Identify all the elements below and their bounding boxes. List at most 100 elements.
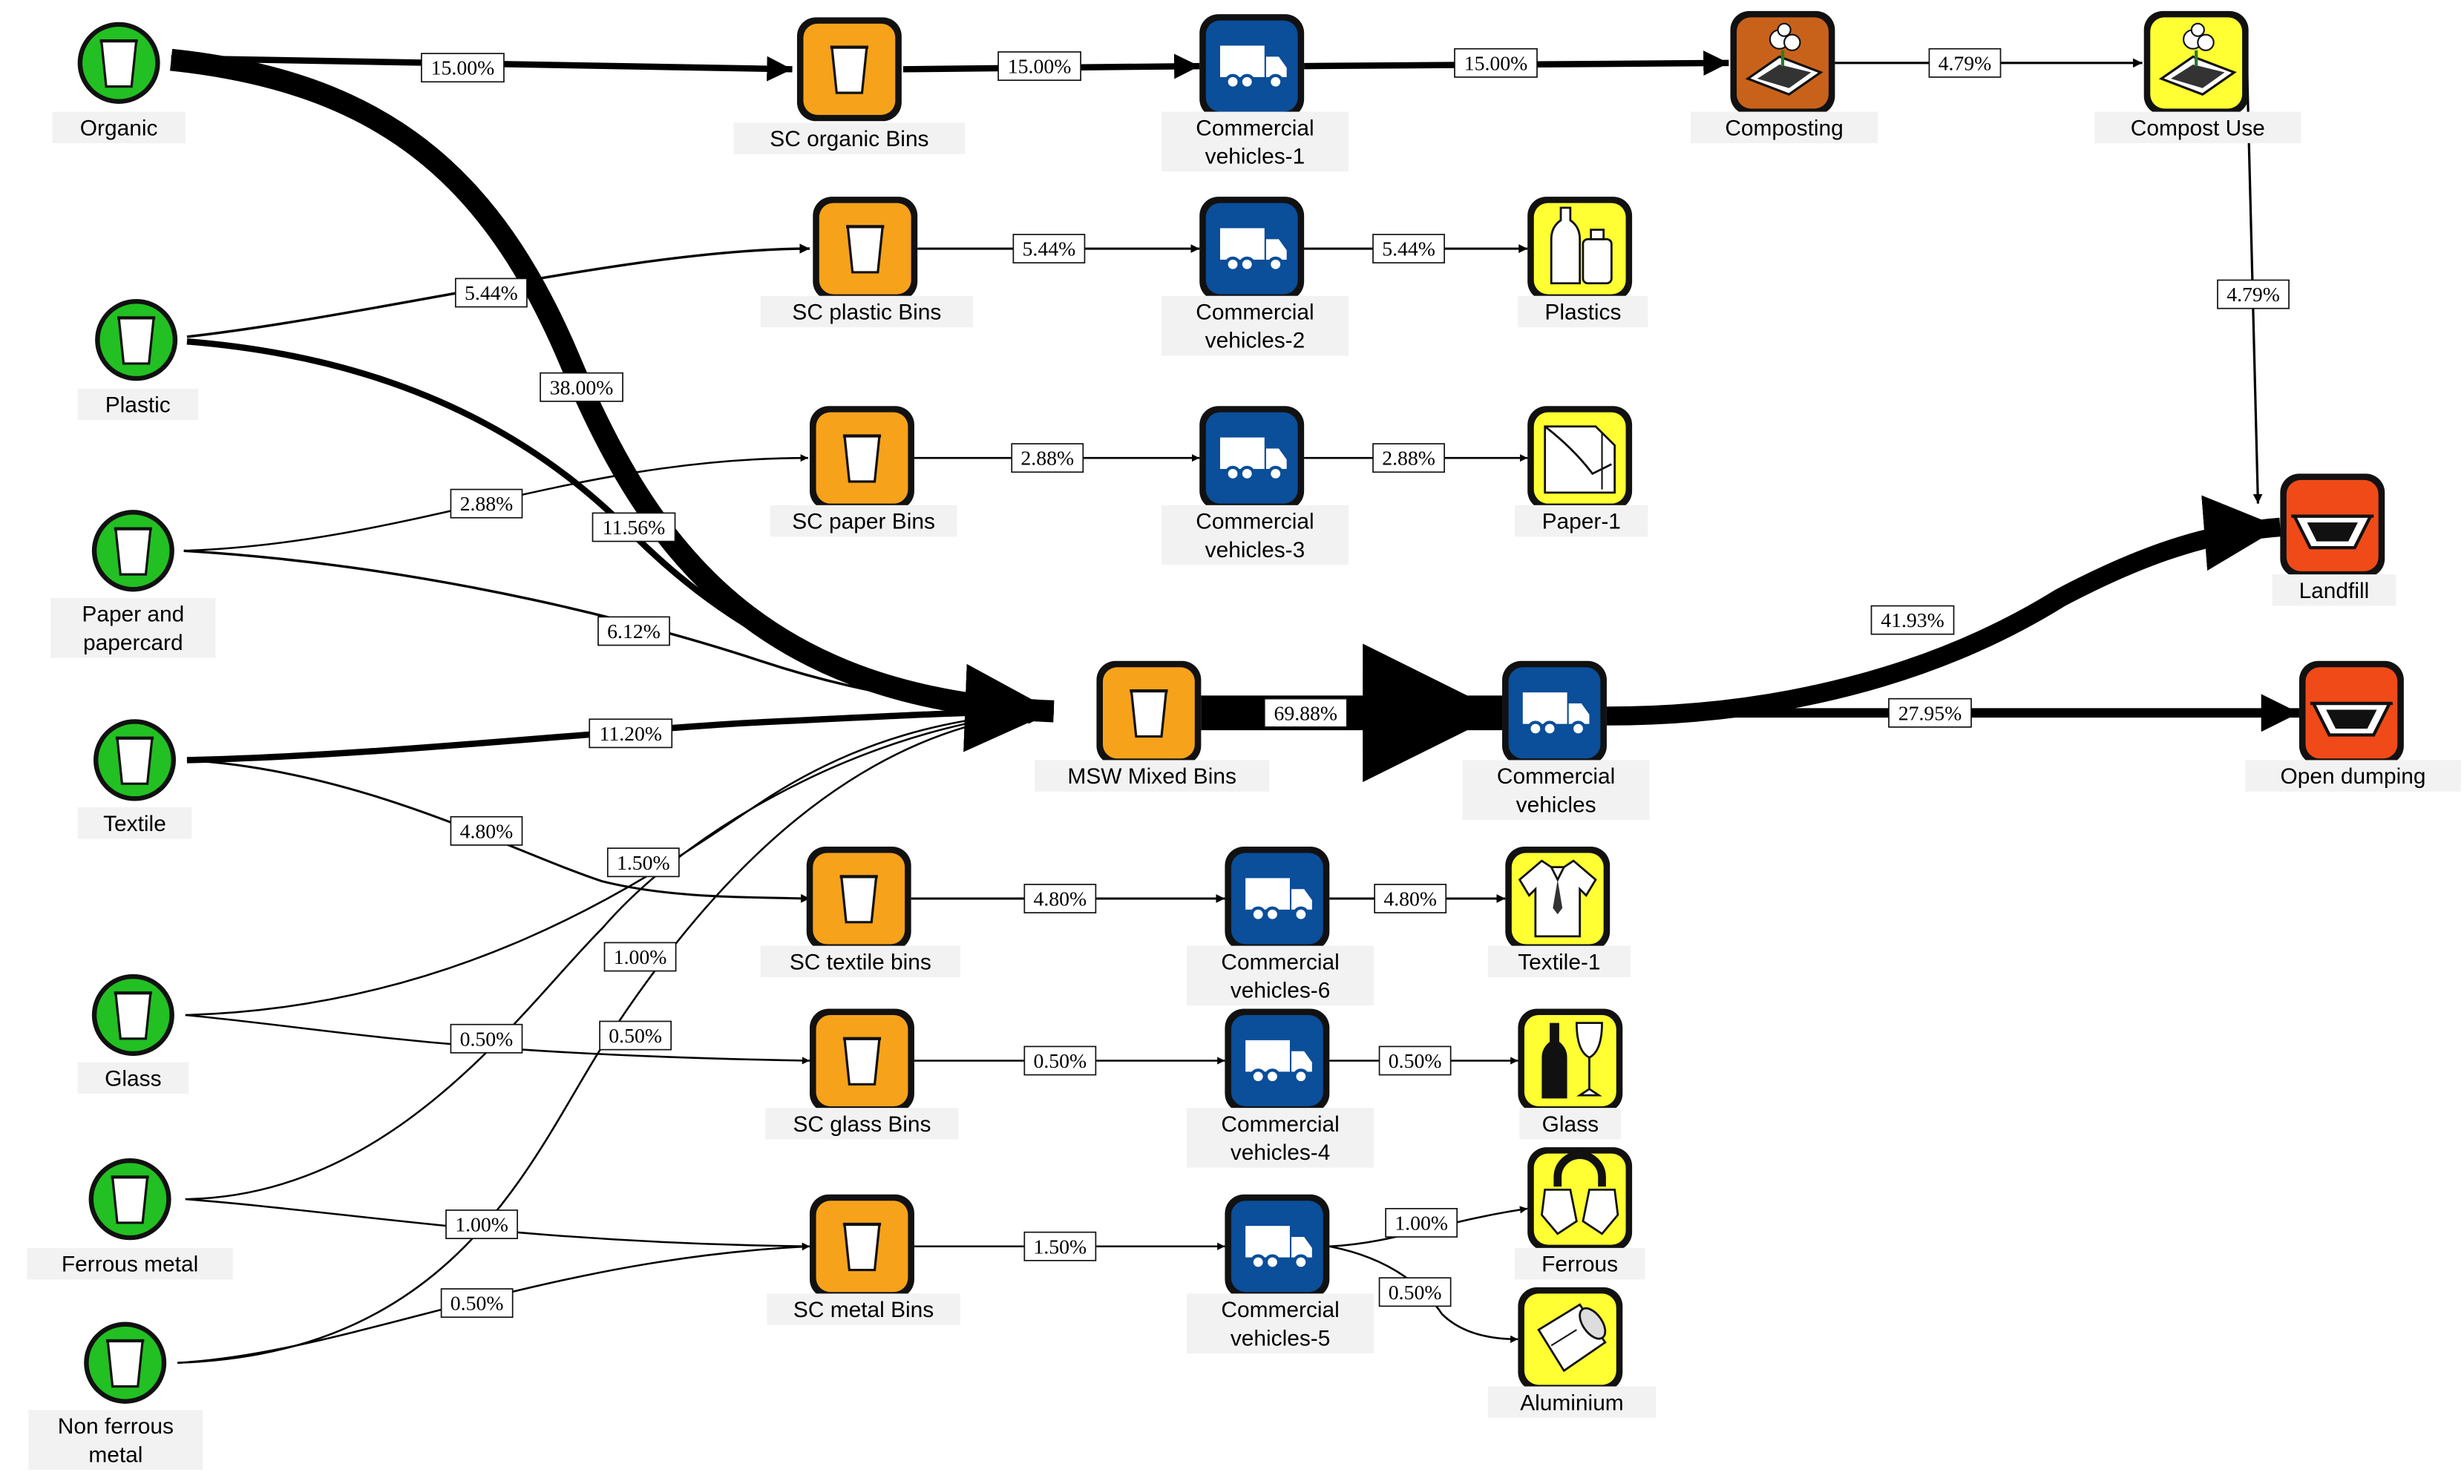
magnet-icon (1540, 1151, 1619, 1235)
flow-label-nonferrous-msw: 0.50% (599, 1020, 672, 1051)
node-label: Plastics (1544, 301, 1621, 325)
node-sc_organic: SC organic Bins (733, 17, 966, 154)
cup-icon (1130, 689, 1168, 738)
glass-bottle-icon (1541, 1022, 1603, 1099)
flow-label-glass-msw: 1.50% (606, 847, 680, 878)
node-label: MSW Mixed Bins (1067, 764, 1236, 789)
flow-value-text: 0.50% (1389, 1281, 1442, 1304)
pit-icon (2310, 701, 2393, 737)
flow-edge-glass-sc_glass (185, 1014, 810, 1065)
node-label: SC paper Bins (792, 510, 935, 534)
flow-value-text: 5.44% (465, 281, 518, 304)
node-label: Plastic (105, 393, 171, 418)
flow-label-paper-msw: 6.12% (597, 616, 670, 646)
flow-edge-paper-msw (183, 549, 1054, 717)
flow-label-sc_glass-cv4: 0.50% (1023, 1045, 1097, 1076)
cup-icon (99, 39, 138, 88)
can-icon (1537, 1303, 1607, 1373)
cup-icon (842, 1222, 882, 1272)
shirt-icon (1518, 859, 1597, 938)
flow-label-cv6-textile1: 4.80% (1374, 884, 1447, 913)
flow-value-text: 4.79% (2227, 283, 2280, 306)
flow-value-text: 1.50% (617, 851, 670, 874)
node-sc_metal: SC metal Bins (767, 1194, 960, 1325)
flow-label-cv5-ferrous_p: 1.00% (1385, 1207, 1458, 1238)
flow-label-composting-compost_use: 4.79% (1928, 47, 2002, 78)
node-paper1: Paper-1 (1515, 406, 1648, 537)
flow-edge-cv-landfill (1606, 495, 2281, 726)
flow-edge-textile-msw (186, 698, 1054, 764)
flow-label-sc_textile-cv6: 4.80% (1023, 884, 1097, 913)
node-label: SC organic Bins (770, 127, 928, 151)
flow-edge-glass-msw (185, 708, 1054, 1017)
cup-icon (115, 736, 154, 785)
flow-value-text: 0.50% (1389, 1049, 1442, 1072)
cup-icon (114, 527, 152, 576)
flow-label-compost_use-landfill: 4.79% (2217, 279, 2290, 309)
node-composting: Composting (1691, 10, 1878, 144)
flow-label-sc_paper-cv3: 2.88% (1011, 443, 1084, 473)
flow-value-text: 1.00% (1395, 1212, 1448, 1235)
node-label: SC textile bins (790, 951, 931, 975)
truck-icon (1245, 878, 1312, 922)
flow-edge-cv5-aluminium (1329, 1245, 1518, 1343)
flow-value-text: 5.44% (1382, 237, 1435, 260)
node-label: Composting (1725, 116, 1843, 140)
flow-label-cv2-plastics: 5.44% (1372, 234, 1445, 264)
flow-value-text: 11.56% (603, 516, 666, 539)
flow-label-organic-msw: 38.00% (540, 372, 623, 402)
flow-value-text: 0.50% (1034, 1049, 1087, 1072)
cup-icon (846, 225, 885, 274)
flow-edge-ferrous-msw (185, 708, 1054, 1201)
flow-value-text: 1.50% (1034, 1235, 1087, 1258)
flow-value-text: 15.00% (1464, 51, 1528, 74)
flow-value-text: 4.80% (1383, 887, 1437, 910)
flow-label-nonferrous-sc_metal: 0.50% (440, 1288, 514, 1319)
flow-label-textile-sc_textile: 4.80% (450, 815, 523, 846)
node-plastic: Plastic (77, 298, 198, 421)
flow-label-sc_metal-cv5: 1.50% (1023, 1231, 1097, 1261)
flow-value-text: 5.44% (1023, 237, 1076, 260)
flow-value-text: 2.88% (460, 492, 514, 515)
cup-icon (114, 991, 152, 1040)
flow-value-text: 1.00% (455, 1213, 508, 1236)
node-label: Textile-1 (1518, 951, 1600, 975)
cup-icon (842, 1037, 882, 1086)
node-label: Textile (103, 812, 166, 836)
node-label: Paper-1 (1542, 510, 1621, 534)
cup-icon (839, 875, 878, 924)
node-sc_plastic: SC plastic Bins (760, 197, 973, 328)
flow-label-sc_plastic-cv2: 5.44% (1012, 234, 1086, 264)
flow-label-sc_organic-cv1: 15.00% (997, 51, 1081, 82)
flow-label-cv3-paper1: 2.88% (1372, 443, 1445, 473)
flow-value-text: 15.00% (431, 56, 495, 79)
flow-value-text: 2.88% (1382, 447, 1435, 470)
truck-icon (1522, 692, 1590, 737)
node-dumping: Open dumping (2245, 660, 2461, 792)
node-sc_glass: SC glass Bins (765, 1008, 959, 1140)
node-textile: Textile (77, 719, 192, 839)
flow-value-text: 1.00% (614, 945, 667, 968)
node-msw: MSW Mixed Bins (1035, 660, 1270, 792)
flow-edge-textile-sc_textile (186, 758, 810, 903)
flow-value-text: 0.50% (450, 1292, 504, 1315)
truck-icon (1245, 1040, 1312, 1085)
truck-icon (1219, 228, 1287, 272)
node-sc_paper: SC paper Bins (770, 406, 957, 537)
flow-value-text: 0.50% (609, 1024, 662, 1047)
flow-label-plastic-sc_plastic: 5.44% (454, 278, 528, 308)
truck-icon (1219, 45, 1287, 90)
truck-icon (1219, 437, 1287, 482)
